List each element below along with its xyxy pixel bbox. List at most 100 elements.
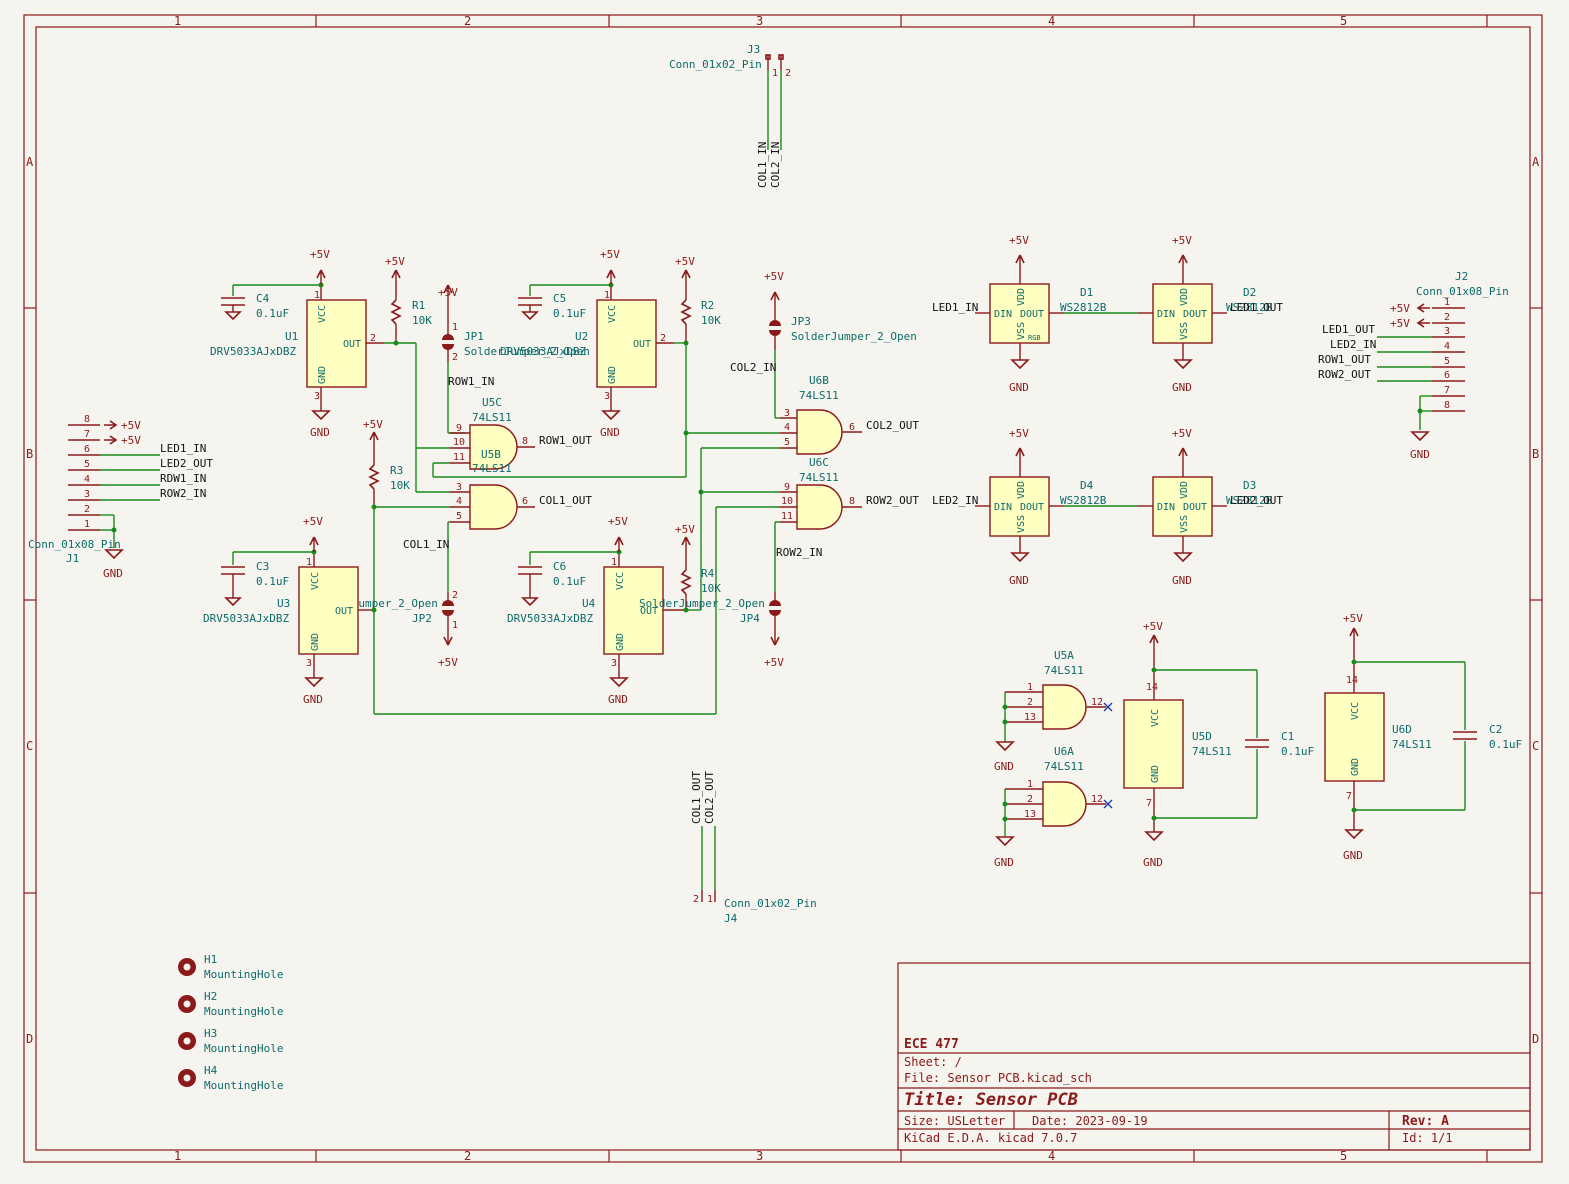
u5a-value: 74LS11 (1044, 664, 1084, 677)
j2-ref: J2 (1455, 270, 1468, 283)
led-d1[interactable]: +5V GND DIN DOUT VDD VSS RGB LED1_IN D1 … (932, 234, 1107, 394)
pin-number: 2 (84, 504, 90, 515)
pin-number: 1 (306, 557, 312, 568)
pin-number: 3 (604, 391, 610, 402)
pin-number: 8 (84, 414, 90, 425)
column-label: 5 (1340, 1149, 1347, 1163)
resistor-r1[interactable]: +5V R1 10K (385, 255, 432, 343)
gnd-label: GND (1172, 381, 1192, 394)
jp3-ref: JP3 (791, 315, 811, 328)
pin-name: VDD (1179, 481, 1190, 499)
j3-value: Conn_01x02_Pin (669, 58, 762, 71)
connector-j3[interactable]: 1 2 J3 Conn_01x02_Pin COL1_IN COL2_IN (669, 43, 791, 188)
row-label: B (1532, 447, 1539, 461)
led-d2[interactable]: +5V GND DIN DOUT VDD VSS D2 WS2812B LED1… (1138, 234, 1283, 394)
led-d4[interactable]: +5V GND DIN DOUT VDD VSS LED2_IN D4 WS28… (932, 427, 1107, 587)
power-label: +5V (1390, 302, 1410, 315)
h2-ref: H2 (204, 990, 217, 1003)
pin-name: VDD (1016, 481, 1027, 499)
resistor-r3[interactable]: +5V R3 10K (363, 418, 410, 507)
pin-number: 2 (370, 333, 376, 344)
d3-value: WS2812B (1226, 494, 1273, 507)
hall-sensor-u2[interactable]: VCC GND OUT U2 DRV5033AJxDBZ 1 3 2 GND (500, 285, 674, 439)
and-gate-u6a[interactable]: GND 1 2 13 12 U6A 74LS11 (994, 745, 1113, 869)
solder-jumper-jp4[interactable]: ROW2_IN +5V JP4 SolderJumper_2_Open (639, 521, 822, 669)
solder-jumper-jp3[interactable]: +5V JP3 SolderJumper_2_Open COL2_IN (730, 270, 917, 419)
net-label: ROW1_IN (448, 375, 494, 388)
resistor-r2[interactable]: +5V R2 10K (675, 255, 721, 343)
capacitor-c3[interactable]: C3 0.1uF +5V (221, 515, 323, 607)
capacitor-c5[interactable]: C5 0.1uF +5V (518, 248, 620, 321)
net-label: LED2_IN (932, 494, 978, 507)
u2-ref: U2 (575, 330, 588, 343)
pin-number: 7 (1444, 385, 1450, 396)
power-label: +5V (1390, 317, 1410, 330)
connector-j1[interactable]: +5V +5V 8 7 6 5 4 3 2 1 LED1_IN LED2_OUT… (28, 414, 213, 580)
sheet-frame: 1 2 3 4 5 1 2 3 4 5 A B C D A B C D (23, 14, 1543, 1163)
and-gate-u5c[interactable]: 9 10 11 8 U5C 74LS11 U5B 74LS11 ROW1_OUT (450, 396, 592, 475)
pin-number: 10 (781, 496, 793, 507)
d3-ref: D3 (1243, 479, 1256, 492)
j4-ref: J4 (724, 912, 738, 925)
pin-number: 3 (784, 408, 790, 419)
power-unit-u6d[interactable]: +5V GND VCC GND 14 7 U6D 74LS11 C2 0.1uF (1324, 612, 1522, 862)
and-gate-u5b[interactable]: 3 4 5 6 COL1_OUT (450, 482, 592, 530)
pin-number: 8 (1444, 400, 1450, 411)
pin-number: 1 (452, 322, 458, 333)
pin-name: VDD (1016, 288, 1027, 306)
capacitor-c6[interactable]: C6 0.1uF +5V (518, 515, 628, 607)
and-gate-u6b[interactable]: 3 4 5 6 U6B 74LS11 COL2_OUT (780, 374, 919, 455)
resistor-r4[interactable]: +5V R4 10K (675, 523, 721, 610)
connector-j4[interactable]: 2 1 COL1_OUT COL2_OUT Conn_01x02_Pin J4 (690, 771, 817, 925)
u6d-value: 74LS11 (1392, 738, 1432, 751)
hall-sensor-u4[interactable]: VCC GND OUT U4 DRV5033AJxDBZ 1 3 GND (507, 552, 686, 706)
mounting-hole-h3[interactable]: H3 MountingHole (178, 1027, 283, 1055)
net-label: ROW1_OUT (539, 434, 592, 447)
j1-value: Conn_01x08_Pin (28, 538, 121, 551)
u5b-value: 74LS11 (472, 462, 512, 475)
mounting-hole-h1[interactable]: H1 MountingHole (178, 953, 283, 981)
pin-number: 11 (453, 452, 465, 463)
net-label: COL2_OUT (703, 771, 716, 824)
pin-number: 2 (660, 333, 666, 344)
h4-ref: H4 (204, 1064, 218, 1077)
pin-number: 7 (84, 429, 90, 440)
pin-number: 5 (84, 459, 90, 470)
h4-value: MountingHole (204, 1079, 283, 1092)
net-label: LED2_IN (1330, 338, 1376, 351)
mounting-hole-h2[interactable]: H2 MountingHole (178, 990, 283, 1018)
u5c-ref: U5C (482, 396, 502, 409)
u6c-value: 74LS11 (799, 471, 839, 484)
d4-ref: D4 (1080, 479, 1094, 492)
power-label: +5V (303, 515, 323, 528)
net-label: ROW2_IN (776, 546, 822, 559)
pin-name: VCC (607, 305, 618, 323)
mounting-hole-h4[interactable]: H4 MountingHole (178, 1064, 283, 1092)
c1-ref: C1 (1281, 730, 1294, 743)
pin-name: DIN (994, 502, 1012, 513)
power-unit-u5d[interactable]: +5V GND VCC GND 14 7 U5D 74LS11 C1 0.1uF (1123, 620, 1314, 869)
u5d-ref: U5D (1192, 730, 1212, 743)
power-label: +5V (121, 419, 141, 432)
and-gate-u5a[interactable]: GND 1 2 13 12 U5A 74LS11 (994, 649, 1113, 773)
capacitor-c4[interactable]: C4 0.1uF +5V (221, 248, 330, 321)
pin-number: 14 (1146, 682, 1158, 693)
pin-name: RGB (1028, 334, 1041, 342)
connector-j2[interactable]: +5V +5V 1 2 3 4 5 6 7 8 LED1_OUT LED2_IN… (1318, 270, 1509, 461)
hall-sensor-u3[interactable]: VCC GND OUT U3 DRV5033AJxDBZ 1 3 GND (203, 552, 374, 706)
pin-number: 1 (604, 290, 610, 301)
gnd-label: GND (1143, 856, 1163, 869)
h1-ref: H1 (204, 953, 217, 966)
led-d3[interactable]: +5V GND DIN DOUT VDD VSS D3 WS2812B LED2… (1138, 427, 1283, 587)
r2-ref: R2 (701, 299, 714, 312)
column-label: 2 (464, 1149, 471, 1163)
pin-number: 4 (456, 496, 462, 507)
title-block-company: ECE 477 (904, 1037, 959, 1052)
and-gate-u6c[interactable]: 9 10 11 8 U6C 74LS11 ROW2_OUT (780, 456, 919, 530)
net-label: LED1_OUT (1322, 323, 1375, 336)
gnd-label: GND (600, 426, 620, 439)
gnd-label: GND (1009, 381, 1029, 394)
pin-number: 5 (784, 437, 790, 448)
hall-sensor-u1[interactable]: VCC GND OUT U1 DRV5033AJxDBZ 1 3 2 GND (210, 285, 384, 439)
